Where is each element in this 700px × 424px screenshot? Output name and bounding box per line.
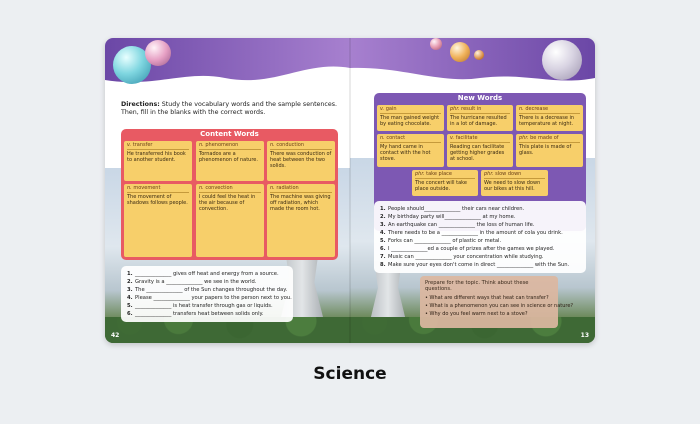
book-spread[interactable]: Directions: Study the vocabulary words a…: [105, 38, 595, 343]
vocab-term: phr. be made of: [519, 135, 580, 143]
vocab-sentence: Reading can facilitate getting higher gr…: [450, 144, 505, 162]
vocab-sentence: I could feel the heat in the air because…: [199, 194, 256, 212]
silver-bubble-icon: [542, 40, 582, 80]
content-words-box: Content Words v. transfer He transferred…: [121, 129, 338, 260]
directions-body: Study the vocabulary words and the sampl…: [121, 101, 338, 116]
vocab-sentence: My hand came in contact with the hot sto…: [380, 144, 431, 162]
vocab-term: n. convection: [199, 185, 261, 193]
vocab-card-facilitate: v. facilitate Reading can facilitate get…: [447, 134, 513, 167]
vocab-term: n. conduction: [270, 142, 332, 150]
question-line: 3.The ______________ of the Sun changes …: [127, 287, 288, 293]
vocab-card-contact: n. contact My hand came in contact with …: [377, 134, 444, 167]
vocab-term: v. facilitate: [450, 135, 510, 143]
right-questions-box: 1.People should______________ their cars…: [374, 201, 586, 273]
prepare-questions-box: Prepare for the topic. Think about these…: [420, 276, 574, 328]
pink-bubble-icon: [430, 38, 442, 50]
prepare-question: • Why do you feel warm next to a stove?: [425, 311, 528, 317]
small-orange-bubble-icon: [474, 50, 484, 60]
vocab-term: phr. result in: [450, 106, 510, 114]
vocab-card-decrease: n. decrease There is a decrease in tempe…: [516, 105, 583, 131]
page-number-right: 13: [580, 332, 589, 339]
question-line: 4.Please ______________ your papers to t…: [127, 295, 292, 301]
vocab-sentence: The machine was giving off radiation, wh…: [270, 194, 331, 212]
purple-wave-banner: [350, 38, 595, 81]
vocab-sentence: There was conduction of heat between the…: [270, 151, 332, 169]
page-number-left: 42: [111, 332, 120, 339]
vocab-card-gain: v. gain The man gained weight by eating …: [377, 105, 444, 131]
vocab-term: v. gain: [380, 106, 441, 114]
pink-bubble-icon: [145, 40, 171, 66]
vocab-sentence: Tornados are a phenomenon of nature.: [199, 151, 258, 163]
vocab-sentence: He transferred his book to another stude…: [127, 151, 186, 163]
vocab-card-movement: n. movement The movement of shadows foll…: [124, 184, 192, 257]
category-caption: Science: [313, 364, 387, 384]
vocab-card-be-made-of: phr. be made of This plate is made of gl…: [516, 134, 583, 167]
directions-text: Directions: Study the vocabulary words a…: [121, 101, 341, 117]
vocab-term: n. contact: [380, 135, 441, 143]
question-line: 4.There needs to be a ______________ in …: [380, 230, 563, 236]
question-line: 6.I ______________ed a couple of prizes …: [380, 246, 555, 252]
question-line: 2.Gravity is a ______________ we see in …: [127, 279, 257, 285]
vocab-card-transfer: v. transfer He transferred his book to a…: [124, 141, 192, 181]
teal-bubble-icon: [113, 46, 151, 84]
vocab-card-result-in: phr. result in The hurricane resulted in…: [447, 105, 513, 131]
vocab-sentence: We need to slow down our bikes at this h…: [484, 180, 541, 192]
question-line: 3.An earthquake can ______________ the l…: [380, 222, 535, 228]
vocab-card-conduction: n. conduction There was conduction of he…: [267, 141, 335, 181]
vocab-term: n. decrease: [519, 106, 580, 114]
left-questions-box: 1.______________ gives off heat and ener…: [121, 266, 293, 322]
question-line: 5.Forks can ______________ of plastic or…: [380, 238, 502, 244]
vocab-sentence: There is a decrease in temperature at ni…: [519, 115, 575, 127]
vocab-sentence: This plate is made of glass.: [519, 144, 572, 156]
book-spine: [349, 38, 351, 343]
directions-label: Directions:: [121, 101, 160, 108]
new-words-title: New Words: [457, 94, 503, 102]
vocab-sentence: The man gained weight by eating chocolat…: [380, 115, 440, 127]
vocab-term: v. transfer: [127, 142, 189, 150]
prepare-question: • What are different ways that heat can …: [425, 295, 549, 301]
vocab-card-convection: n. convection I could feel the heat in t…: [196, 184, 264, 257]
vocab-card-slow-down: phr. slow down We need to slow down our …: [481, 170, 548, 196]
left-page: Directions: Study the vocabulary words a…: [105, 38, 350, 343]
prepare-title: Prepare for the topic. Think about these…: [425, 280, 529, 292]
vocab-card-take-place: phr. take place The concert will take pl…: [412, 170, 478, 196]
question-line: 5.______________ is heat transfer throug…: [127, 303, 273, 309]
vocab-term: n. radiation: [270, 185, 332, 193]
vocab-card-phenomenon: n. phenomenon Tornados are a phenomenon …: [196, 141, 264, 181]
prepare-question: • What is a phenomenon you can see in sc…: [425, 303, 574, 309]
right-page: New Words v. gain The man gained weight …: [350, 38, 595, 343]
vocab-term: n. movement: [127, 185, 189, 193]
vocab-sentence: The hurricane resulted in a lot of damag…: [450, 115, 507, 127]
vocab-term: phr. slow down: [484, 171, 545, 179]
question-line: 1.People should______________ their cars…: [380, 206, 525, 212]
question-line: 6.______________ transfers heat between …: [127, 311, 264, 317]
question-line: 7.Music can ______________ your concentr…: [380, 254, 544, 260]
vocab-sentence: The movement of shadows follows people.: [127, 194, 188, 206]
vocab-term: phr. take place: [415, 171, 475, 179]
orange-bubble-icon: [450, 42, 470, 62]
vocab-sentence: The concert will take place outside.: [415, 180, 467, 192]
question-line: 2.My birthday party will______________ a…: [380, 214, 516, 220]
vocab-card-radiation: n. radiation The machine was giving off …: [267, 184, 335, 257]
vocab-term: n. phenomenon: [199, 142, 261, 150]
question-line: 1.______________ gives off heat and ener…: [127, 271, 279, 277]
question-line: 8.Make sure your eyes don't come in dire…: [380, 262, 570, 268]
content-words-title: Content Words: [200, 130, 259, 138]
new-words-box: New Words v. gain The man gained weight …: [374, 93, 586, 231]
